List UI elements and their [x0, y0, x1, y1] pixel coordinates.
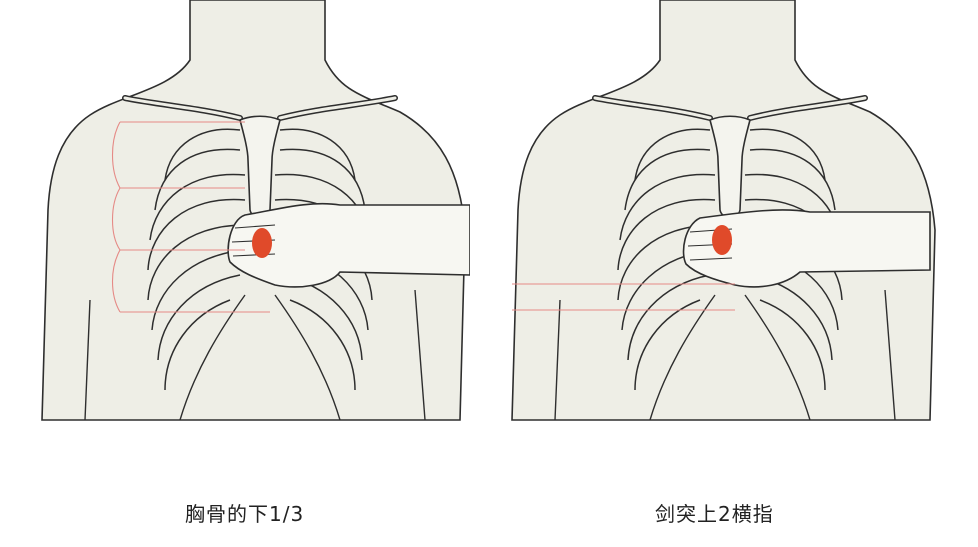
- caption-right: 剑突上2横指: [655, 498, 774, 527]
- diagram-panel-right: [510, 0, 940, 490]
- compression-point-marker: [712, 225, 732, 255]
- caption-left: 胸骨的下1/3: [185, 498, 304, 527]
- torso-illustration-right: [510, 0, 940, 490]
- compression-point-marker: [252, 228, 272, 258]
- diagram-panel-left: [40, 0, 470, 490]
- torso-illustration-left: [40, 0, 470, 490]
